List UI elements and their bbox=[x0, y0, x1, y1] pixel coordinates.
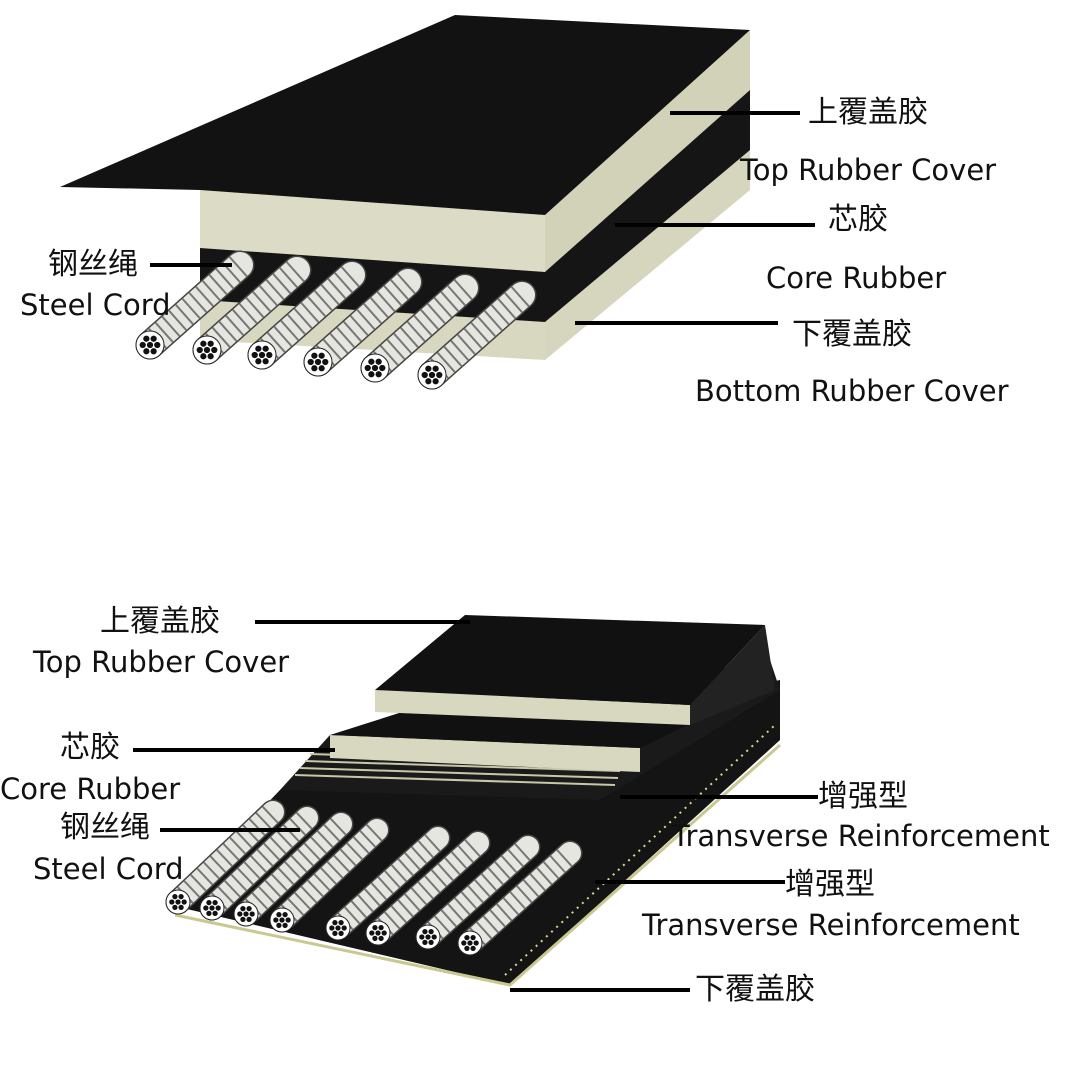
b-top-cover-label-zh: 上覆盖胶 bbox=[100, 604, 220, 639]
core-label-en: Core Rubber bbox=[766, 261, 947, 295]
reinforcement-1-label-en: Transverse Reinforcement bbox=[672, 819, 1050, 853]
steel-cord bbox=[165, 799, 286, 915]
core-label-zh: 芯胶 bbox=[828, 202, 888, 237]
top-cover-front bbox=[375, 690, 690, 725]
top-cover-front bbox=[200, 190, 545, 272]
b-steel-cord-label-en: Steel Cord bbox=[33, 852, 184, 886]
steel-cord bbox=[199, 805, 320, 921]
steel-cord bbox=[303, 267, 423, 377]
steel-cord bbox=[233, 811, 354, 927]
b-bottom-cover-label-zh: 下覆盖胶 bbox=[695, 972, 815, 1007]
steel-cord bbox=[135, 250, 255, 360]
steel-cords-top bbox=[135, 250, 537, 390]
steel-cord bbox=[269, 817, 390, 933]
steel-cord bbox=[360, 273, 480, 383]
b-core-label-zh: 芯胶 bbox=[60, 730, 120, 765]
top-cover-face bbox=[60, 15, 750, 215]
b-top-cover-label-en: Top Rubber Cover bbox=[33, 645, 290, 679]
steel-cord bbox=[247, 260, 367, 370]
bottom-cover-label-en: Bottom Rubber Cover bbox=[695, 374, 1009, 408]
steel-cord bbox=[192, 255, 312, 365]
bottom-cover-side bbox=[545, 145, 750, 360]
top-cover-face bbox=[375, 615, 765, 705]
steel-cord-label-en: Steel Cord bbox=[20, 288, 171, 322]
leader-lines bbox=[133, 111, 818, 992]
top-cover-label-zh: 上覆盖胶 bbox=[808, 95, 928, 130]
steel-cord-label-zh: 钢丝绳 bbox=[48, 247, 138, 282]
b-steel-cord-label-zh: 钢丝绳 bbox=[60, 810, 150, 845]
steel-cord bbox=[325, 825, 451, 941]
steel-cord bbox=[417, 280, 537, 390]
reinforcement-2-label-en: Transverse Reinforcement bbox=[642, 908, 1020, 942]
reinforcement-2-label-zh: 增强型 bbox=[785, 867, 875, 902]
top-cover-side bbox=[545, 30, 750, 272]
steel-cord bbox=[365, 830, 491, 946]
steel-cord bbox=[457, 840, 583, 956]
steel-cord-belt-top bbox=[60, 15, 750, 390]
core-rubber-front bbox=[330, 735, 640, 772]
steel-cord bbox=[415, 834, 541, 950]
b-core-label-en: Core Rubber bbox=[0, 772, 181, 806]
top-cover-label-en: Top Rubber Cover bbox=[740, 153, 997, 187]
steel-cords-bottom bbox=[165, 799, 583, 956]
reinforced-belt-bottom bbox=[165, 615, 781, 987]
core-side bbox=[545, 85, 750, 322]
reinforcement-1-label-zh: 增强型 bbox=[818, 779, 908, 814]
bottom-cover-label-zh: 下覆盖胶 bbox=[792, 317, 912, 352]
